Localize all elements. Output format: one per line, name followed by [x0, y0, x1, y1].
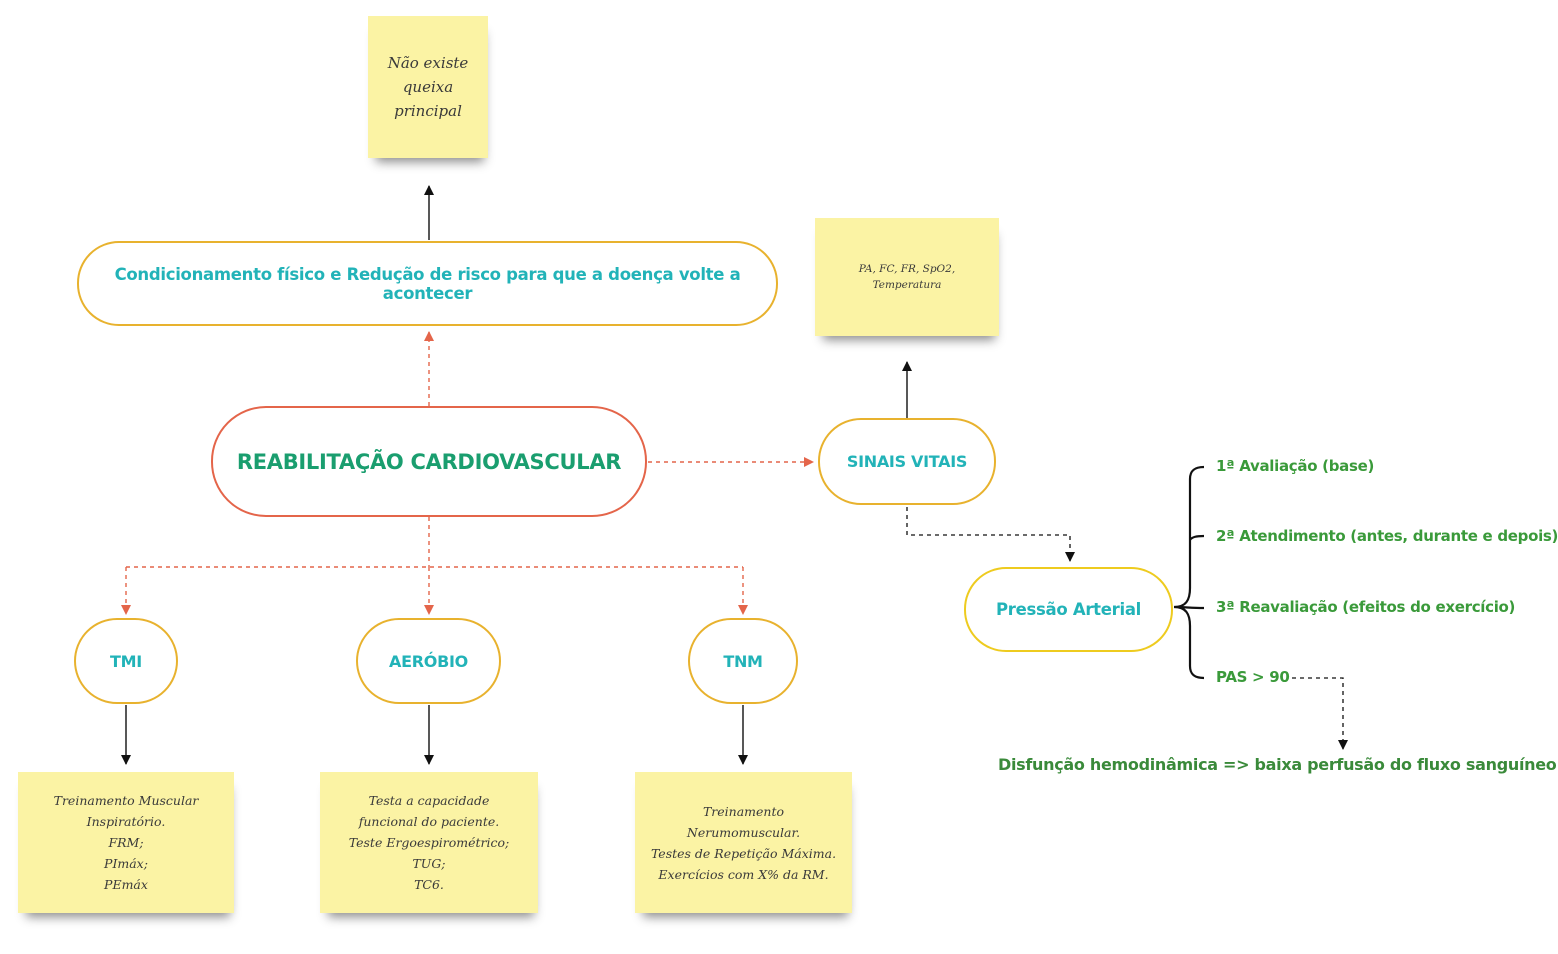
pressure-item-4: PAS > 90 — [1216, 668, 1290, 686]
branch-tnm-label: TNM — [723, 651, 763, 671]
arrow-vitals-to-pressure — [906, 507, 1075, 562]
pressure-item-1: 1ª Avaliação (base) — [1216, 457, 1375, 475]
note-complaint: Não existe queixa principal — [368, 16, 488, 158]
goal-node[interactable]: Condicionamento físico e Redução de risc… — [77, 241, 778, 326]
branch-tmi[interactable]: TMI — [74, 618, 178, 704]
pressure-item-3: 3ª Reavaliação (efeitos do exercício) — [1216, 598, 1516, 616]
note-vitals-text: PA, FC, FR, SpO2, Temperatura — [858, 263, 956, 291]
outcome-text: Disfunção hemodinâmica => baixa perfusão… — [998, 755, 1557, 774]
note-aerobio-text: Testa a capacidade funcional do paciente… — [348, 793, 510, 892]
goal-label: Condicionamento físico e Redução de risc… — [114, 264, 741, 303]
note-vitals: PA, FC, FR, SpO2, Temperatura — [815, 218, 999, 336]
central-node[interactable]: REABILITAÇÃO CARDIOVASCULAR — [211, 406, 647, 517]
note-tmi: Treinamento Muscular Inspiratório. FRM; … — [18, 772, 234, 913]
note-tnm-text: Treinamento Nerumomuscular. Testes de Re… — [650, 803, 837, 882]
note-tnm: Treinamento Nerumomuscular. Testes de Re… — [635, 772, 852, 913]
branch-tmi-label: TMI — [110, 651, 142, 671]
branch-tnm[interactable]: TNM — [688, 618, 798, 704]
pressure-item-2: 2ª Atendimento (antes, durante e depois) — [1216, 527, 1558, 545]
note-aerobio: Testa a capacidade funcional do paciente… — [320, 772, 538, 913]
note-complaint-text: Não existe queixa principal — [387, 54, 469, 120]
arrow-pas-to-outcome — [1292, 677, 1348, 750]
arrow-central-to-branches — [126, 517, 743, 568]
pressure-node[interactable]: Pressão Arterial — [964, 567, 1173, 652]
note-tmi-text: Treinamento Muscular Inspiratório. FRM; … — [53, 793, 199, 892]
pressure-label: Pressão Arterial — [995, 600, 1142, 619]
pressure-brace — [1173, 465, 1205, 680]
central-label: REABILITAÇÃO CARDIOVASCULAR — [236, 449, 622, 474]
branch-aerobio-label: AERÓBIO — [389, 651, 468, 671]
vitals-node[interactable]: SINAIS VITAIS — [818, 418, 996, 505]
branch-aerobio[interactable]: AERÓBIO — [356, 618, 501, 704]
vitals-label: SINAIS VITAIS — [846, 452, 968, 471]
